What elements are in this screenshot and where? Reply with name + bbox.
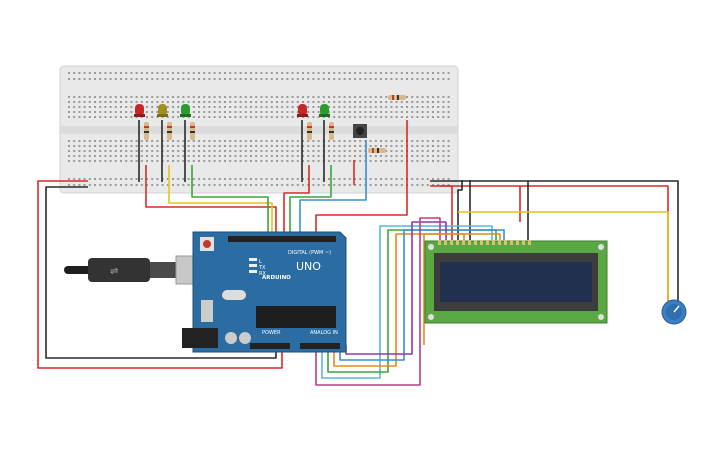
resistor-1[interactable] — [144, 122, 149, 140]
l-label: L — [259, 259, 262, 265]
resistor-button[interactable] — [368, 148, 386, 153]
power-label: POWER — [262, 330, 281, 336]
resistor-2[interactable] — [167, 122, 172, 140]
lcd-pins — [438, 240, 531, 245]
arduino-model: UNO — [296, 260, 321, 273]
wire-orange-lcd-2[interactable] — [423, 233, 465, 345]
wire-blue-lcd[interactable] — [339, 229, 505, 361]
resistor-4[interactable] — [307, 122, 312, 140]
wire-blue-button[interactable] — [299, 140, 367, 238]
digital-header[interactable] — [228, 236, 336, 242]
analog-label: ANALOG IN — [310, 330, 338, 336]
resistor-3[interactable] — [190, 122, 195, 140]
potentiometer[interactable] — [661, 299, 687, 325]
wire-yellow-pot[interactable] — [458, 211, 669, 302]
led-red-4[interactable] — [297, 104, 308, 117]
led-red-1[interactable] — [134, 104, 145, 117]
wire-black-rail-right[interactable] — [430, 180, 679, 302]
wire-black-gnd[interactable] — [45, 186, 277, 359]
wire-red-lcd-a[interactable] — [440, 185, 453, 240]
breadboard-holes — [68, 72, 450, 186]
resistor-5[interactable] — [329, 122, 334, 140]
wire-green-lcd[interactable] — [327, 229, 497, 373]
led-yellow-2[interactable] — [157, 104, 168, 117]
usb-icon: ⇌ — [110, 266, 118, 277]
digital-label: DIGITAL (PWM ~) — [288, 250, 331, 256]
wire-red-5v[interactable] — [37, 180, 283, 369]
push-button[interactable] — [353, 124, 367, 138]
arduino-brand: ARDUINO — [262, 275, 291, 281]
crystal — [222, 290, 246, 300]
wire-orange-lcd[interactable] — [333, 233, 501, 367]
wire-red-led1[interactable] — [145, 165, 277, 238]
regulator — [201, 300, 213, 322]
breadboard-components — [134, 95, 406, 153]
breadboard-center-channel — [60, 126, 458, 134]
led-green-5[interactable] — [319, 104, 330, 117]
lcd-screen — [440, 262, 592, 302]
wire-cyan-lcd[interactable] — [321, 225, 493, 379]
wire-green-led5[interactable] — [289, 165, 332, 238]
breadboard[interactable] — [59, 65, 459, 194]
rx-label: RX — [259, 271, 266, 277]
lcd-16x2[interactable] — [424, 240, 608, 324]
tx-label: TX — [258, 265, 266, 271]
wire-red-resistor[interactable] — [315, 120, 408, 238]
wire-black-lcd-k[interactable] — [457, 180, 463, 240]
power-jack[interactable] — [182, 328, 218, 348]
led-green-3[interactable] — [180, 104, 191, 117]
wire-yellow-led2[interactable] — [168, 165, 273, 238]
arduino-uno[interactable]: DIGITAL (PWM ~) L TX RX ARDUINO UNO POWE… — [182, 231, 347, 353]
wires — [37, 120, 679, 386]
capacitor-1 — [225, 332, 237, 344]
atmega-chip — [256, 306, 336, 328]
wire-green-led3[interactable] — [191, 165, 269, 238]
analog-header[interactable] — [300, 343, 340, 349]
wire-magenta-lcd[interactable] — [315, 217, 441, 386]
capacitor-2 — [239, 332, 251, 344]
power-header[interactable] — [250, 343, 290, 349]
resistor-top-right[interactable] — [388, 95, 406, 100]
wire-red-led4[interactable] — [283, 165, 310, 238]
usb-cable[interactable]: ⇌ — [64, 255, 207, 285]
